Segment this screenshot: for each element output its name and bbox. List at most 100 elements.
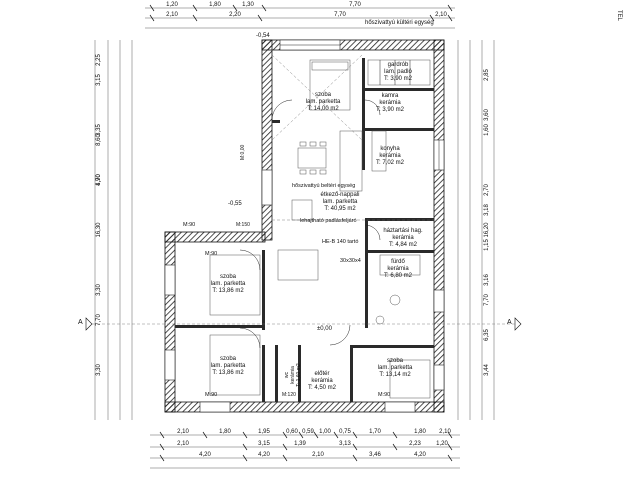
room-label-szoba-1: lam. parketta xyxy=(306,99,341,105)
section-a-left: A xyxy=(78,319,83,326)
note-oszlop: 30x30x4 xyxy=(340,258,361,264)
dim-bottom-1: 1,00 xyxy=(319,429,331,435)
room-label-wc: T: 1,60 m2 xyxy=(296,363,302,387)
dim-left: 16,30 xyxy=(96,222,102,238)
dim-bottom-1: 0,60 xyxy=(286,429,298,435)
dim-top-1: 1,20 xyxy=(166,2,178,8)
room-label-etkezo: lam. parketta xyxy=(323,199,358,205)
room-label-szoba-3: szoba xyxy=(220,356,237,362)
note-tarto: HE-B 140 tartó xyxy=(322,239,358,245)
dim-right: 2,70 xyxy=(484,184,490,196)
dim-right: 1,60 xyxy=(484,124,490,136)
dim-left: 3,30 xyxy=(96,284,102,296)
note-tel: TEL xyxy=(616,10,622,22)
room-label-eloter: előtér xyxy=(314,371,329,377)
dim-top-1: 1,30 xyxy=(242,2,254,8)
room-label-szoba-4: lam. parketta xyxy=(378,365,413,371)
dim-top-2: 2,10 xyxy=(166,12,178,18)
dim-bottom-1: 1,80 xyxy=(219,429,231,435)
room-label-szoba-4: T: 13,14 m2 xyxy=(379,372,411,378)
room-label-eloter: kerámia xyxy=(311,378,333,384)
dim-bottom-3: 4,20 xyxy=(199,452,211,458)
dim-bottom-2: 2,23 xyxy=(409,441,421,447)
room-label-kamra: T: 3,90 m2 xyxy=(376,107,405,113)
dim-right: 3,18 xyxy=(484,204,490,216)
note-neg-b: -0,54 xyxy=(256,33,270,39)
dim-bottom-1: 2,10 xyxy=(177,429,189,435)
note-kulteri: hőszivattyú kültéri egység xyxy=(365,20,434,26)
mark-m90-1: M:90 xyxy=(205,251,217,257)
room-label-haztartasi: T: 4,84 m2 xyxy=(389,242,418,248)
dim-left: 4,90 xyxy=(96,174,102,186)
walls xyxy=(164,39,445,413)
dim-bottom-2: 1,39 xyxy=(294,441,306,447)
room-label-szoba-2: T: 13,86 m2 xyxy=(212,288,244,294)
mark-m120: M:120 xyxy=(282,392,296,398)
dim-bottom-1: 0,59 xyxy=(302,429,314,435)
room-label-szoba-3: T: 13,86 m2 xyxy=(212,370,244,376)
dim-bottom-2: 1,20 xyxy=(436,441,448,447)
dim-top-2: 2,20 xyxy=(229,12,241,18)
room-label-gardrob: T: 3,90 m2 xyxy=(384,76,413,82)
room-label-konyha: kerámia xyxy=(379,153,401,159)
dim-top-1: 1,80 xyxy=(209,2,221,8)
room-label-etkezo: T: 40,95 m2 xyxy=(324,206,356,212)
mark-m90-3: M:90 xyxy=(378,392,390,398)
room-label-szoba-3: lam. parketta xyxy=(211,363,246,369)
dim-bottom-3: 4,20 xyxy=(258,452,270,458)
dim-right: 7,70 xyxy=(484,294,490,306)
room-label-szoba-1: szoba xyxy=(315,92,332,98)
room-label-haztartasi: háztartási hag. xyxy=(383,228,423,234)
dim-right: 3,16 xyxy=(484,274,490,286)
dim-bottom-1: 1,95 xyxy=(258,429,270,435)
room-label-wc: kerámia xyxy=(290,366,296,384)
mark-m150: M:150 xyxy=(236,222,250,228)
note-m000: M:0,00 xyxy=(240,144,246,160)
dim-left: 8,60 xyxy=(96,134,102,146)
dim-bottom-2: 3,13 xyxy=(339,441,351,447)
dim-bottom-1: 1,70 xyxy=(369,429,381,435)
dim-left: 3,30 xyxy=(96,364,102,376)
room-label-szoba-2: szoba xyxy=(220,274,237,280)
note-padlas: lehajtható padlásfeljáró xyxy=(300,218,357,224)
room-label-furdo: fürdő xyxy=(391,259,405,265)
room-label-wc: wc xyxy=(284,371,290,378)
room-label-furdo: kerámia xyxy=(387,266,409,272)
room-label-gardrob: lam. padló xyxy=(384,69,412,75)
room-label-etkezo: étkező-nappali xyxy=(320,192,359,198)
room-label-szoba-1: T: 14,00 m2 xyxy=(307,106,339,112)
mark-m90-2: M:90 xyxy=(205,392,217,398)
dim-bottom-1: 2,10 xyxy=(439,429,451,435)
dim-top-2: 2,10 xyxy=(435,12,447,18)
note-level: ±0,00 xyxy=(317,326,333,332)
dim-right: 3,60 xyxy=(484,109,490,121)
dim-right: 1,15 xyxy=(484,239,490,251)
dim-right: 3,44 xyxy=(484,364,490,376)
dimension-text: 1,20 1,80 1,30 7,70 2,10 2,20 7,70 2,10 2,10 1,80… xyxy=(96,2,490,458)
dim-right: 16,20 xyxy=(484,222,490,238)
mark-m90-4: M:90 xyxy=(183,222,195,228)
dim-top-1: 7,70 xyxy=(349,2,361,8)
dim-bottom-1: 1,80 xyxy=(414,429,426,435)
annotations: hőszivattyú kültéri egység hőszivattyú b… xyxy=(78,10,622,398)
windows xyxy=(164,39,445,413)
room-label-haztartasi: kerámia xyxy=(392,235,414,241)
dim-left: 7,70 xyxy=(96,314,102,326)
room-label-furdo: T: 6,80 m2 xyxy=(384,273,413,279)
note-neg-a: -0,55 xyxy=(228,201,242,207)
note-belteri: hőszivattyú beltéri egység xyxy=(292,183,355,189)
dim-bottom-3: 3,46 xyxy=(369,452,381,458)
dim-bottom-3: 4,20 xyxy=(414,452,426,458)
dim-bottom-3: 2,10 xyxy=(312,452,324,458)
dim-right: 2,85 xyxy=(484,69,490,81)
room-label-kamra: kerámia xyxy=(379,100,401,106)
section-a-right: A xyxy=(507,319,512,326)
dim-left: 3,35 xyxy=(96,124,102,136)
dim-left: 2,25 xyxy=(96,54,102,66)
dim-bottom-1: 0,75 xyxy=(339,429,351,435)
room-label-gardrob: gardrób xyxy=(388,62,409,68)
room-label-konyha: T: 7,02 m2 xyxy=(376,160,405,166)
dim-right: 6,35 xyxy=(484,329,490,341)
